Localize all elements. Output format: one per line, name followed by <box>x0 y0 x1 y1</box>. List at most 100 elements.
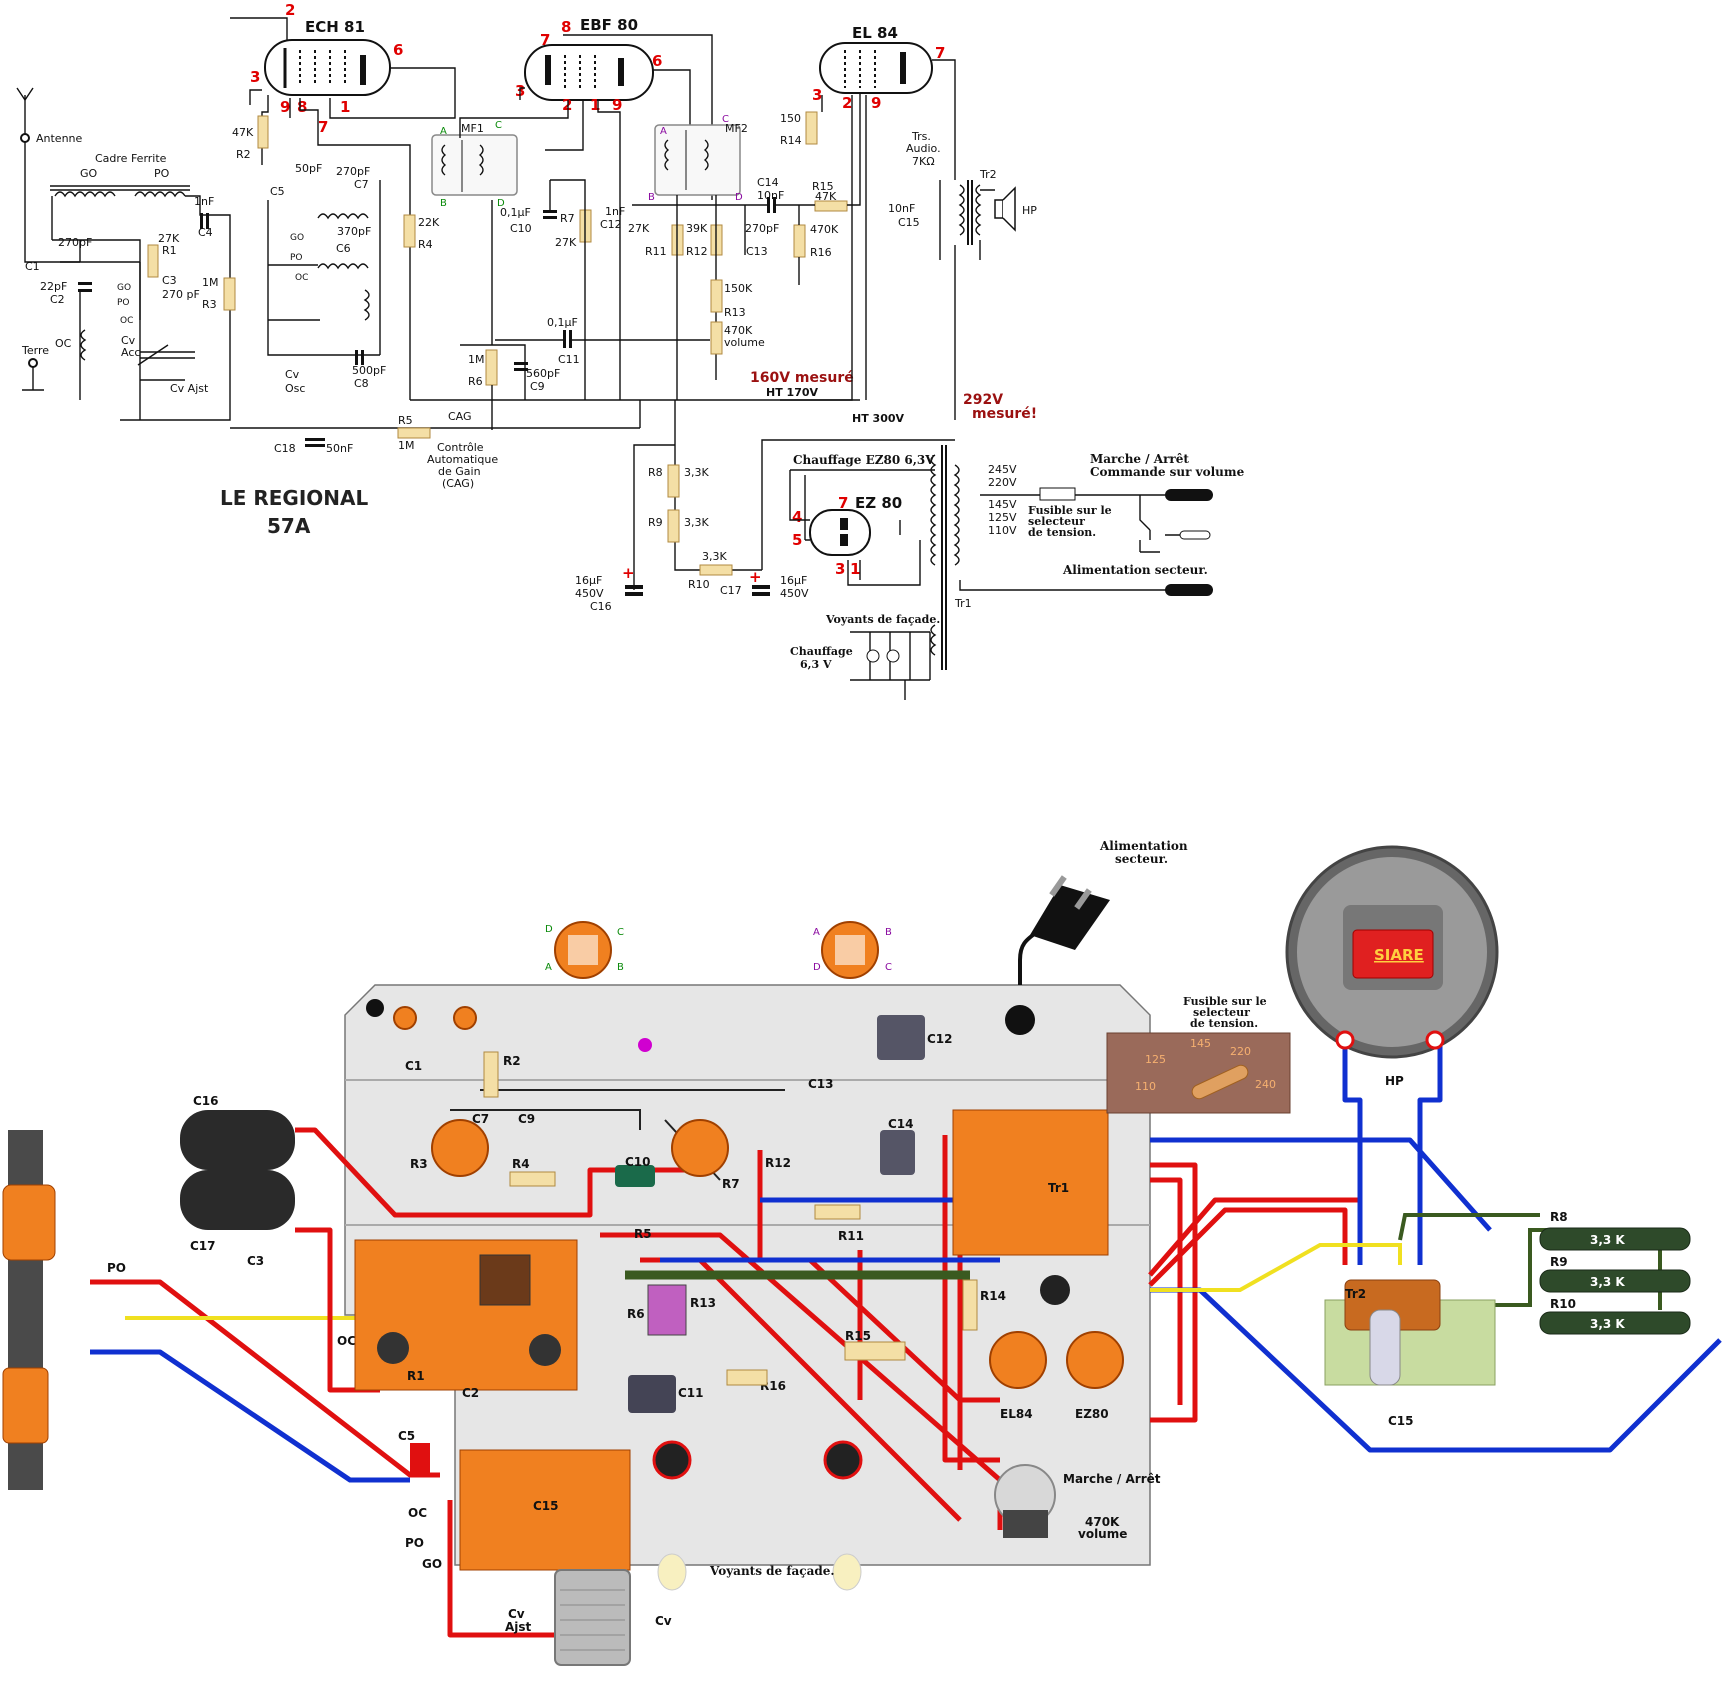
r4-tag: R4 <box>418 238 433 251</box>
r12-tag-layout: R12 <box>765 1156 791 1170</box>
c4-tag: C4 <box>198 226 213 239</box>
r9-value: 3,3K <box>684 516 709 529</box>
voltage-selector <box>1106 1032 1291 1114</box>
c15-capacitor-layout <box>1369 1309 1401 1386</box>
mf1-can-icon <box>554 921 612 979</box>
mf2-if-transformer <box>654 124 741 196</box>
cv-acc-label: Cv <box>121 334 136 347</box>
terre-label: Terre <box>21 344 49 357</box>
mf1-pin-a: A <box>545 962 552 973</box>
svg-text:Acc: Acc <box>121 346 140 359</box>
c9-tag-layout: C9 <box>518 1112 535 1126</box>
vol-label: volume <box>724 336 765 349</box>
terminal-post <box>638 1038 652 1052</box>
ech81-pin-9: 9 <box>280 98 290 116</box>
c16-capacitor <box>180 1110 295 1170</box>
selector-220: 220 <box>1230 1045 1251 1058</box>
schematic-model: 57A <box>267 514 311 538</box>
measured-160v: 160V mesuré <box>750 370 854 386</box>
c16-tag: C16 <box>590 600 612 613</box>
r14-resistor-layout <box>962 1279 978 1331</box>
tr1-block <box>952 1109 1109 1256</box>
r9-power-resistor <box>1539 1269 1691 1293</box>
layout-po-label: PO <box>107 1261 126 1275</box>
r1-tag: R1 <box>162 244 177 257</box>
r8-layout-value: 3,3 K <box>1590 1233 1625 1247</box>
ebf80-label: EBF 80 <box>580 16 638 34</box>
r1-resistor <box>147 244 159 278</box>
cv-osc-label: Cv <box>285 368 300 381</box>
ebf80-pin-1: 1 <box>590 96 600 114</box>
c11-tag: C11 <box>558 353 580 366</box>
svg-text:C: C <box>722 114 729 125</box>
ech81-pin-6: 6 <box>393 41 403 59</box>
svg-text:de tension.: de tension. <box>1028 526 1096 539</box>
r8-layout-tag: R8 <box>1550 1210 1568 1224</box>
mf2-can-icon <box>821 921 879 979</box>
r15-tag-layout: R15 <box>845 1329 871 1343</box>
mains-grommet <box>1005 1005 1035 1035</box>
r6-tag: R6 <box>468 375 483 388</box>
c17-capacitor <box>180 1170 295 1230</box>
r16-value: 470K <box>810 223 839 236</box>
c18-value: 50nF <box>326 442 353 455</box>
c10-tag-layout: C10 <box>625 1155 651 1169</box>
pilot-lamp <box>832 1553 862 1591</box>
c1-tag-layout: C1 <box>405 1059 422 1073</box>
variable-capacitor-layout <box>554 1569 631 1666</box>
r2-value: 47K <box>232 126 254 139</box>
ez80-pin-4: 4 <box>792 508 802 526</box>
c13-tag: C13 <box>746 245 768 258</box>
alimentation-label: Alimentation secteur. <box>1062 563 1208 577</box>
c15-value: 10nF <box>888 202 915 215</box>
c11-value: 0,1µF <box>547 316 578 329</box>
layout-marche-label: Marche / Arrêt <box>1063 1472 1161 1486</box>
r14-value: 150 <box>780 112 801 125</box>
selector-240: 240 <box>1255 1078 1276 1091</box>
output-transformer-icon <box>958 180 982 245</box>
r8-resistor <box>667 464 680 498</box>
schematic-title: LE REGIONAL <box>220 486 369 510</box>
r8-power-resistor <box>1539 1227 1691 1251</box>
po-coil <box>2 1367 49 1444</box>
c10-tag: C10 <box>510 222 532 235</box>
c2-tag-layout: C2 <box>462 1386 479 1400</box>
layout-volume-value: 470K <box>1085 1515 1120 1529</box>
r10-resistor <box>699 564 733 576</box>
c1-tag: C1 <box>25 260 40 273</box>
ebf80-pin-7: 7 <box>540 31 550 49</box>
svg-text:Audio.: Audio. <box>906 142 941 155</box>
c7-value: 270pF <box>336 165 370 178</box>
svg-text:Ajst: Ajst <box>505 1620 532 1634</box>
mf1-if-transformer <box>431 134 518 196</box>
oc-label: OC <box>55 337 72 350</box>
c3-tag-layout: C3 <box>247 1254 264 1268</box>
layout-oc-label: OC <box>337 1334 356 1348</box>
wiring-layout: PO OC C16 C17 C3 <box>2 839 1722 1666</box>
r15-tag: R15 <box>812 180 834 193</box>
mf2-pin-d: D <box>813 962 821 973</box>
cv-ajst-label: Cv Ajst <box>170 382 209 395</box>
c2-symbol <box>78 282 92 285</box>
r4-resistor-layout <box>509 1171 556 1187</box>
r14-resistor <box>805 111 818 145</box>
svg-text:A: A <box>440 126 447 137</box>
c9-tag: C9 <box>530 380 545 393</box>
chauffage-ez80-label: Chauffage EZ80 6,3V <box>793 453 935 467</box>
el84-pin-7: 7 <box>935 44 945 62</box>
selector-125: 125 <box>1145 1053 1166 1066</box>
svg-text:Automatique: Automatique <box>427 453 498 466</box>
c4-capacitor <box>410 1443 430 1473</box>
tr1-transformer-icon <box>930 445 960 670</box>
svg-text:D: D <box>497 198 505 209</box>
svg-text:(CAG): (CAG) <box>442 477 474 490</box>
layout-cv-ajst-label: Cv <box>508 1607 525 1621</box>
r10-tag: R10 <box>688 578 710 591</box>
c4-value: 1nF <box>194 195 214 208</box>
c15-tag-layout: C15 <box>1388 1414 1414 1428</box>
speaker-brand: SIARE <box>1374 946 1424 964</box>
voltage-125: 125V <box>988 511 1017 524</box>
r11-tag: R11 <box>645 245 667 258</box>
c7-tag-layout: C7 <box>472 1112 489 1126</box>
